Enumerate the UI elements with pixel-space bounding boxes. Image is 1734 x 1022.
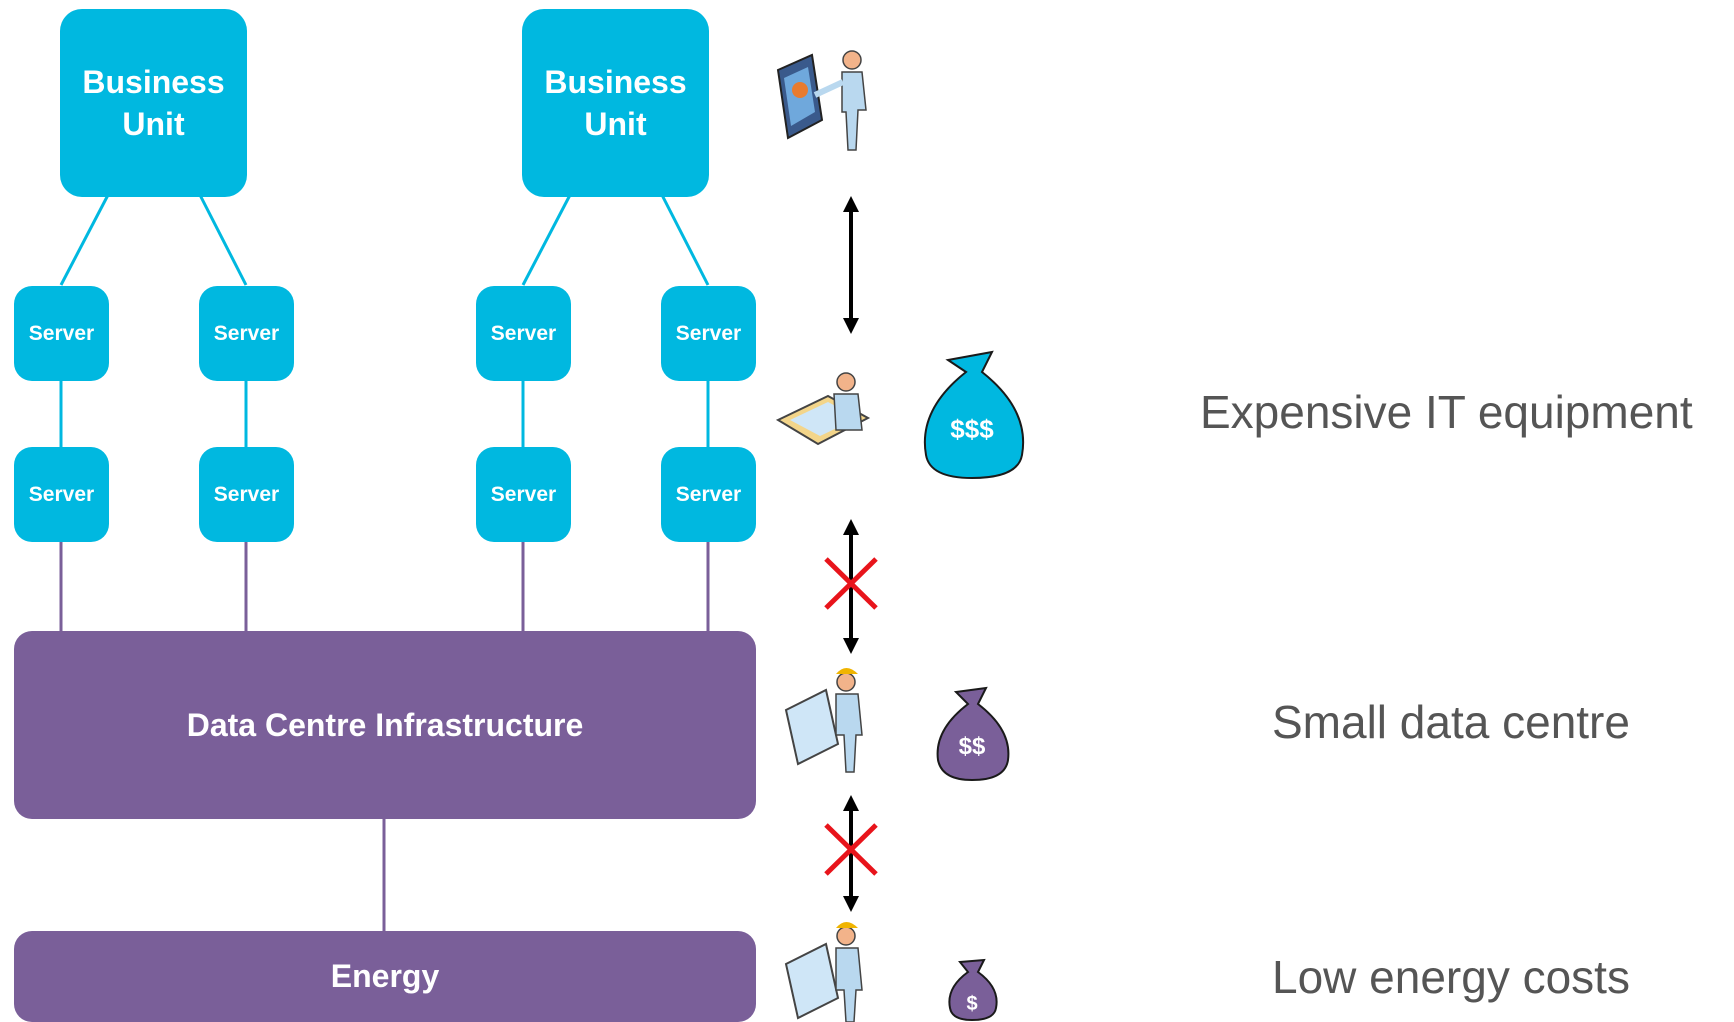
- server-box: Server: [199, 286, 294, 381]
- caption-energy-costs: Low energy costs: [1272, 951, 1630, 1003]
- money-bag-icon: $$$: [923, 350, 1025, 480]
- server-box: Server: [14, 447, 109, 542]
- business-unit-box: Business Unit: [60, 9, 247, 197]
- presenter-icon: [776, 50, 867, 151]
- bag-label: $$: [959, 733, 986, 760]
- desk-worker-icon: [775, 372, 871, 446]
- server-box: Server: [476, 286, 571, 381]
- server-box: Server: [14, 286, 109, 381]
- bag-label: $$$: [950, 414, 994, 444]
- engineer-icon: [784, 922, 863, 1022]
- bag-label: $: [966, 993, 977, 1015]
- double-arrow: [843, 196, 859, 334]
- business-unit-box: Business Unit: [522, 9, 709, 197]
- server-box: Server: [661, 286, 756, 381]
- server-box: Server: [661, 447, 756, 542]
- energy-box: Energy: [14, 931, 756, 1022]
- infrastructure-box: Data Centre Infrastructure: [14, 631, 756, 819]
- cross-icon: [824, 823, 878, 876]
- server-box: Server: [476, 447, 571, 542]
- server-box: Server: [199, 447, 294, 542]
- money-bag-icon: $: [948, 958, 998, 1022]
- cross-icon: [824, 557, 878, 610]
- caption-data-centre: Small data centre: [1272, 696, 1630, 748]
- caption-it-equipment: Expensive IT equipment: [1200, 386, 1693, 438]
- money-bag-icon: $$: [936, 686, 1010, 782]
- engineer-icon: [784, 668, 863, 773]
